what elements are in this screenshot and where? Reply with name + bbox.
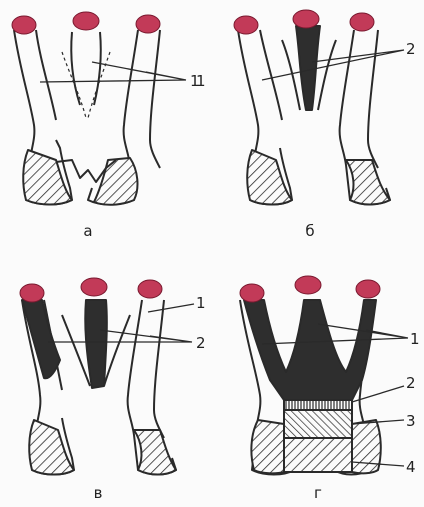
panel-b — [238, 26, 404, 205]
nodule — [12, 16, 36, 34]
panel-b-letter: б — [305, 222, 314, 240]
nodule — [293, 10, 319, 28]
panel-g-letter: г — [314, 484, 322, 502]
panel-a-letter: а — [83, 222, 92, 240]
layer-4 — [284, 438, 352, 472]
layer-3 — [284, 410, 352, 438]
nodule — [81, 278, 107, 296]
nodule — [136, 15, 160, 33]
panel-g-callout-2: 2 — [406, 374, 416, 392]
nodule — [73, 12, 99, 30]
panel-b-callout-1: 1 — [196, 72, 206, 90]
panel-g-nodules — [240, 276, 380, 302]
panel-v — [22, 300, 194, 475]
layer-2 — [284, 400, 352, 410]
nodule — [240, 284, 264, 302]
panel-g-callout-3: 3 — [406, 412, 416, 430]
nodule — [234, 16, 258, 34]
panel-v-nodules — [20, 278, 162, 302]
nodule — [295, 276, 321, 294]
panel-v-callout-2: 2 — [196, 334, 206, 352]
panel-g — [240, 300, 408, 475]
panel-g-callout-1: 1 — [410, 330, 420, 348]
panel-v-letter: в — [94, 484, 103, 502]
panel-g-callout-4: 4 — [406, 458, 416, 476]
nodule — [20, 284, 44, 302]
nodule — [356, 280, 380, 298]
panel-v-callout-1: 1 — [196, 294, 206, 312]
panel-b-callout-2: 2 — [406, 40, 416, 58]
panel-a — [14, 30, 186, 205]
nodule — [138, 280, 162, 298]
nodule — [350, 13, 374, 31]
